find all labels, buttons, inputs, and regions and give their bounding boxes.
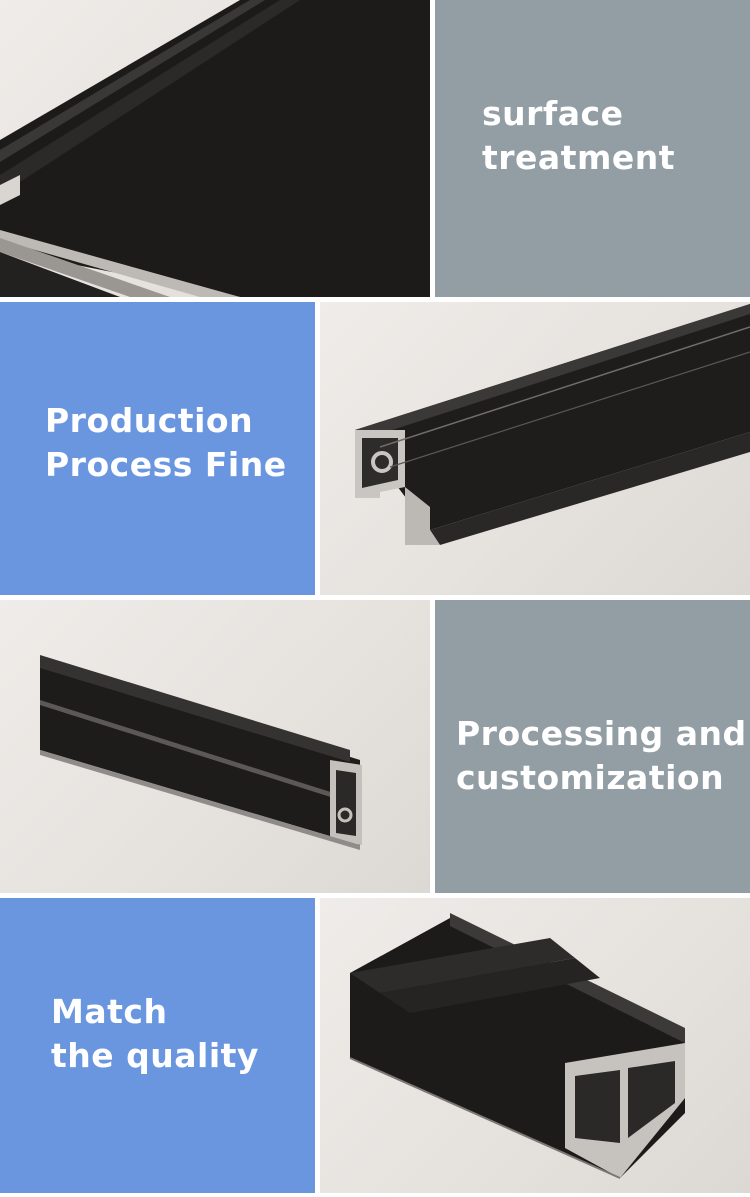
product-photo-2: [320, 302, 750, 595]
product-photo-1: [0, 0, 430, 297]
product-photo-3: [0, 600, 430, 893]
feature-caption-2: Production Process Fine: [45, 399, 287, 487]
caption-line: surface: [482, 94, 624, 133]
feature-caption-1: surface treatment: [482, 92, 675, 180]
caption-line: Match: [51, 992, 168, 1031]
feature-caption-3: Processing and customization: [456, 712, 747, 800]
caption-line: treatment: [482, 138, 676, 177]
caption-line: the quality: [51, 1036, 259, 1075]
feature-panel-2: Production Process Fine: [0, 302, 315, 595]
caption-line: Processing and: [456, 714, 747, 753]
feature-panel-4: Match the quality: [0, 898, 315, 1193]
caption-line: Process Fine: [45, 445, 287, 484]
feature-panel-3: Processing and customization: [435, 600, 750, 893]
feature-caption-4: Match the quality: [51, 990, 259, 1078]
caption-line: customization: [456, 758, 725, 797]
feature-panel-1: surface treatment: [435, 0, 750, 297]
caption-line: Production: [45, 401, 254, 440]
product-photo-4: [320, 898, 750, 1193]
